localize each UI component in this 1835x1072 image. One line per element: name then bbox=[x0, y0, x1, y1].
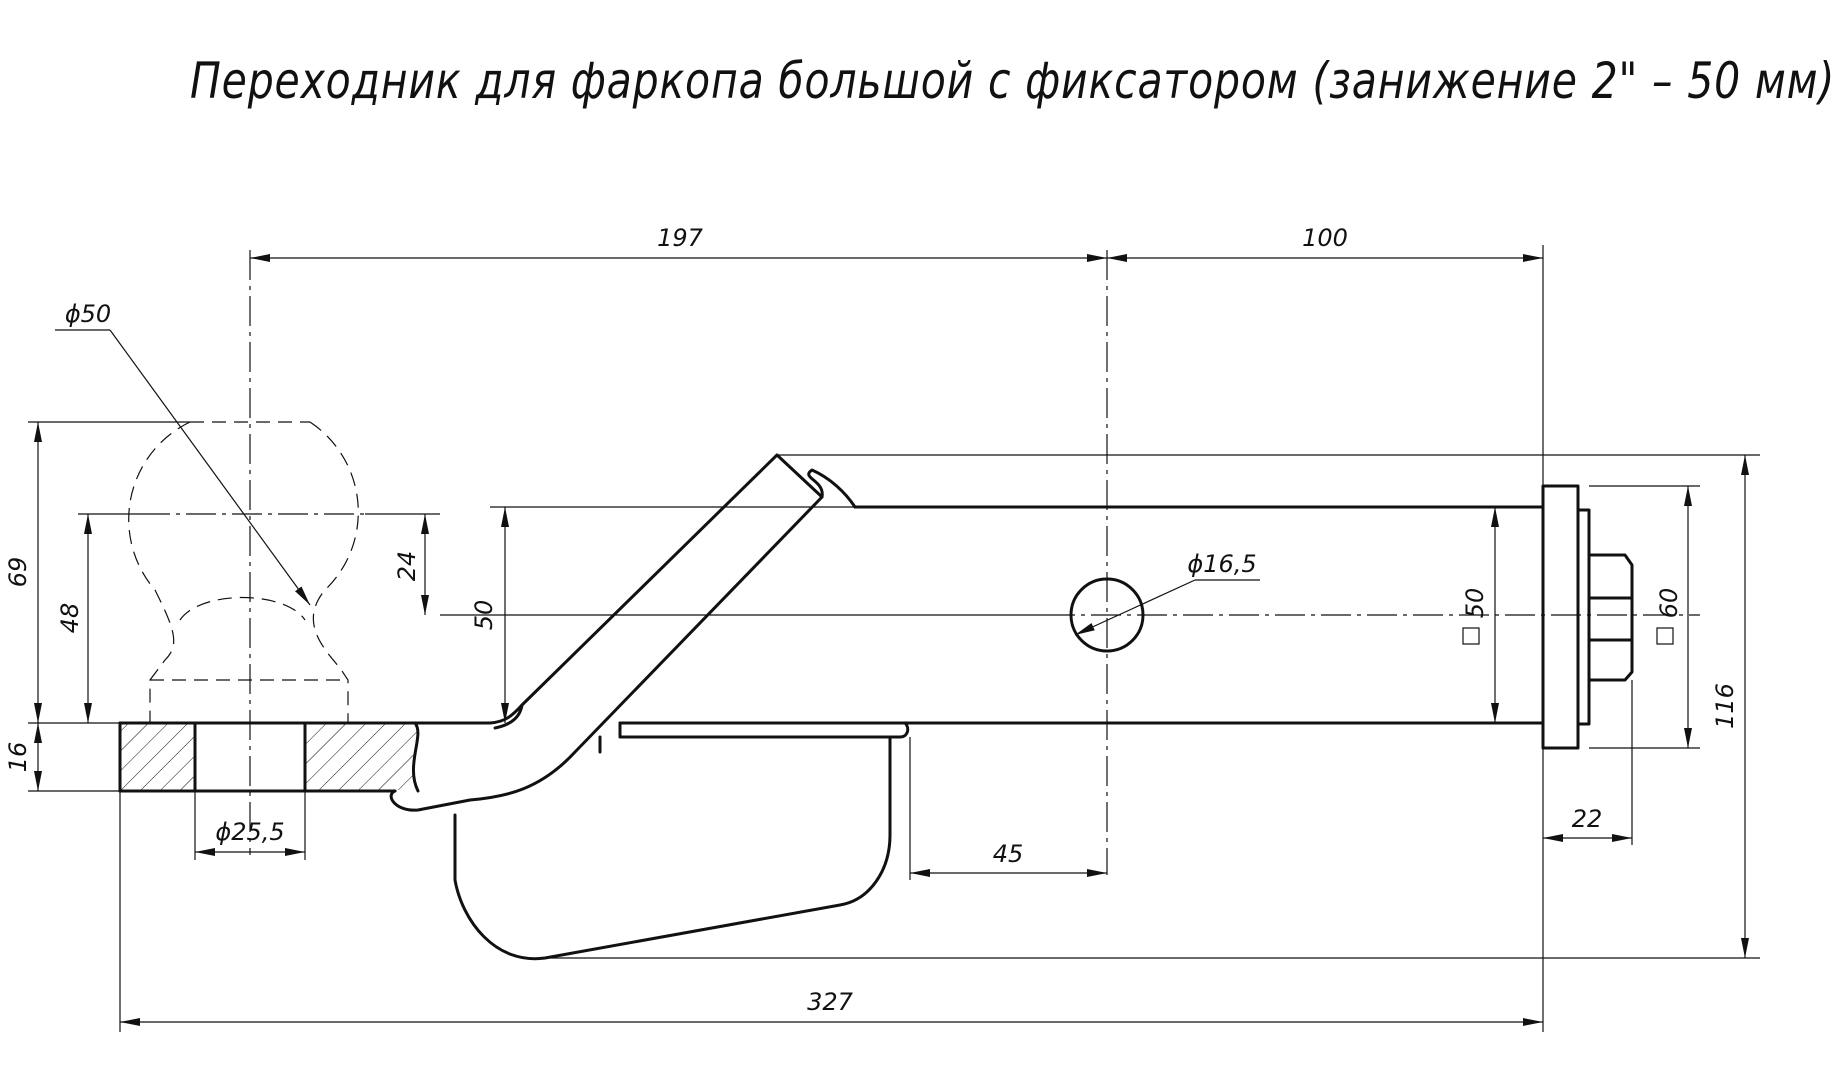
dim-24: 24 bbox=[393, 551, 421, 582]
tow-ball-phantom bbox=[128, 421, 359, 722]
center-lines bbox=[140, 250, 1700, 875]
dim-48: 48 bbox=[56, 603, 84, 634]
dimension-lines bbox=[34, 254, 1749, 1026]
dim-16: 16 bbox=[4, 742, 32, 773]
dim-50: 50 bbox=[470, 600, 498, 631]
technical-drawing: 197 100 ϕ50 ϕ16,5 69 48 16 24 50 50 60 1… bbox=[4, 224, 1760, 1032]
dim-69: 69 bbox=[4, 557, 32, 588]
extension-lines bbox=[28, 245, 1760, 1032]
dim-116: 116 bbox=[1711, 683, 1739, 729]
dim-bore-diameter: ϕ25,5 bbox=[215, 818, 284, 846]
dim-100: 100 bbox=[1302, 224, 1348, 252]
section-hatching bbox=[121, 724, 417, 790]
dim-ball-diameter: ϕ50 bbox=[65, 300, 111, 328]
dim-hole-diameter: ϕ16,5 bbox=[1187, 550, 1256, 578]
dim-197: 197 bbox=[657, 224, 704, 252]
dim-327: 327 bbox=[807, 988, 854, 1016]
dim-45: 45 bbox=[993, 840, 1024, 868]
dim-22: 22 bbox=[1572, 805, 1603, 833]
dim-square-50: 50 bbox=[1461, 588, 1489, 619]
dimension-labels: 197 100 ϕ50 ϕ16,5 69 48 16 24 50 50 60 1… bbox=[4, 224, 1739, 1016]
dim-square-60: 60 bbox=[1655, 588, 1683, 619]
part-outline bbox=[118, 453, 1634, 961]
